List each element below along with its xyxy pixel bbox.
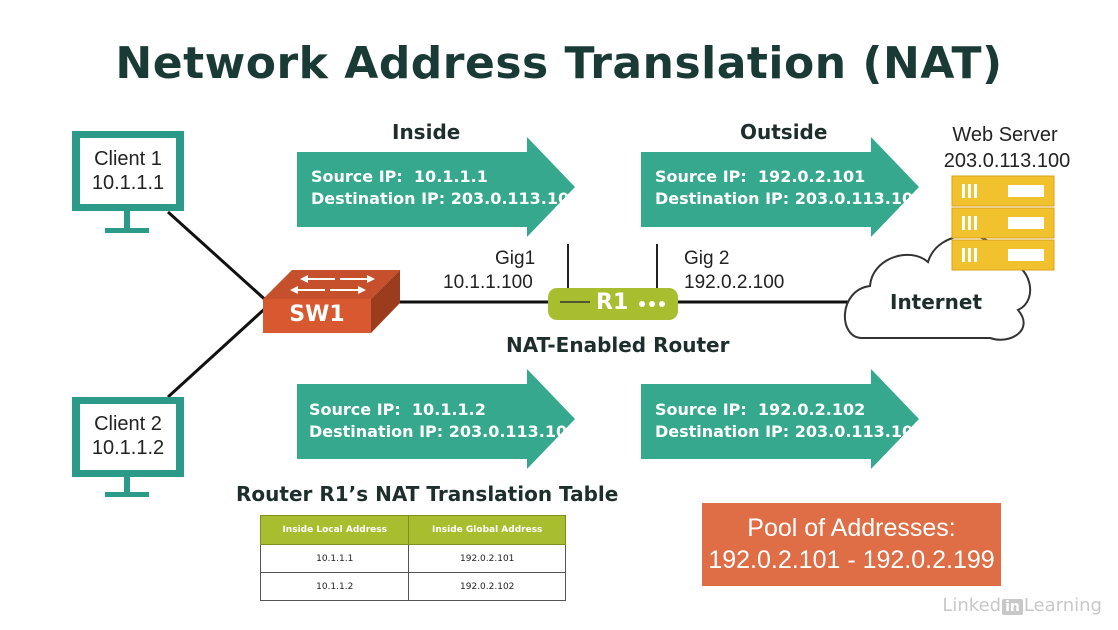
table-row: 10.1.1.2 192.0.2.102 [259, 572, 566, 601]
page-title: Network Address Translation (NAT) [115, 38, 1003, 89]
client1-name: Client 1 [94, 148, 162, 170]
switch-label: SW1 [289, 302, 345, 327]
client2-name: Client 2 [94, 413, 162, 435]
gig1-name: Gig1 [495, 248, 536, 269]
arrow-outside-bottom [641, 369, 919, 469]
pool-title: Pool of Addresses: [747, 514, 956, 542]
link-client2-switch [166, 302, 272, 399]
internet-label: Internet [890, 290, 983, 314]
nat-header-inside-global: Inside Global Address [408, 515, 566, 545]
pool-range: 192.0.2.101 - 192.0.2.199 [708, 546, 995, 574]
arrow-inside-top-text: Source IP: 10.1.1.1 Destination IP: 203.… [311, 167, 581, 208]
client2-monitor [72, 397, 184, 497]
nat-table-title: Router R1’s NAT Translation Table [236, 482, 619, 506]
web-server-ip: 203.0.113.100 [943, 150, 1071, 172]
address-pool-box: Pool of Addresses: 192.0.2.101 - 192.0.2… [702, 503, 1001, 586]
client2-label: Client 2 10.1.1.2 [80, 412, 176, 460]
gig2-name: Gig 2 [684, 248, 730, 269]
nat-cell-global: 192.0.2.101 [408, 544, 566, 573]
gig2-ip: 192.0.2.100 [684, 272, 785, 293]
web-server-icon [951, 175, 1055, 271]
arrow-outside-top-text: Source IP: 192.0.2.101 Destination IP: 2… [655, 167, 925, 208]
nat-header-inside-local: Inside Local Address [259, 515, 410, 545]
switch-sw1 [263, 270, 400, 333]
router-r1 [548, 244, 678, 320]
link-client1-switch [166, 210, 272, 306]
nat-translation-table: Inside Local Address Inside Global Addre… [259, 515, 566, 601]
web-server-name: Web Server [952, 124, 1058, 146]
arrow-outside-top [641, 137, 919, 237]
client1-label: Client 1 10.1.1.1 [80, 147, 176, 195]
gig1-ip: 10.1.1.100 [443, 272, 533, 293]
nat-cell-local: 10.1.1.2 [259, 572, 410, 601]
nat-cell-global: 192.0.2.102 [408, 572, 566, 601]
arrow-inside-bottom-text: Source IP: 10.1.1.2 Destination IP: 203.… [309, 400, 579, 441]
router-label: R1 [596, 290, 629, 315]
arrow-inside-top [297, 137, 575, 237]
arrow-outside-bottom-text: Source IP: 192.0.2.102 Destination IP: 2… [655, 400, 925, 441]
outside-header: Outside [740, 120, 828, 144]
client2-ip: 10.1.1.2 [91, 437, 165, 459]
arrow-inside-bottom [297, 369, 575, 469]
router-caption: NAT-Enabled Router [506, 333, 730, 357]
client1-monitor [72, 131, 184, 233]
table-row: 10.1.1.1 192.0.2.101 [259, 544, 566, 573]
inside-header: Inside [392, 120, 461, 144]
nat-cell-local: 10.1.1.1 [259, 544, 410, 573]
client1-ip: 10.1.1.1 [91, 172, 165, 194]
